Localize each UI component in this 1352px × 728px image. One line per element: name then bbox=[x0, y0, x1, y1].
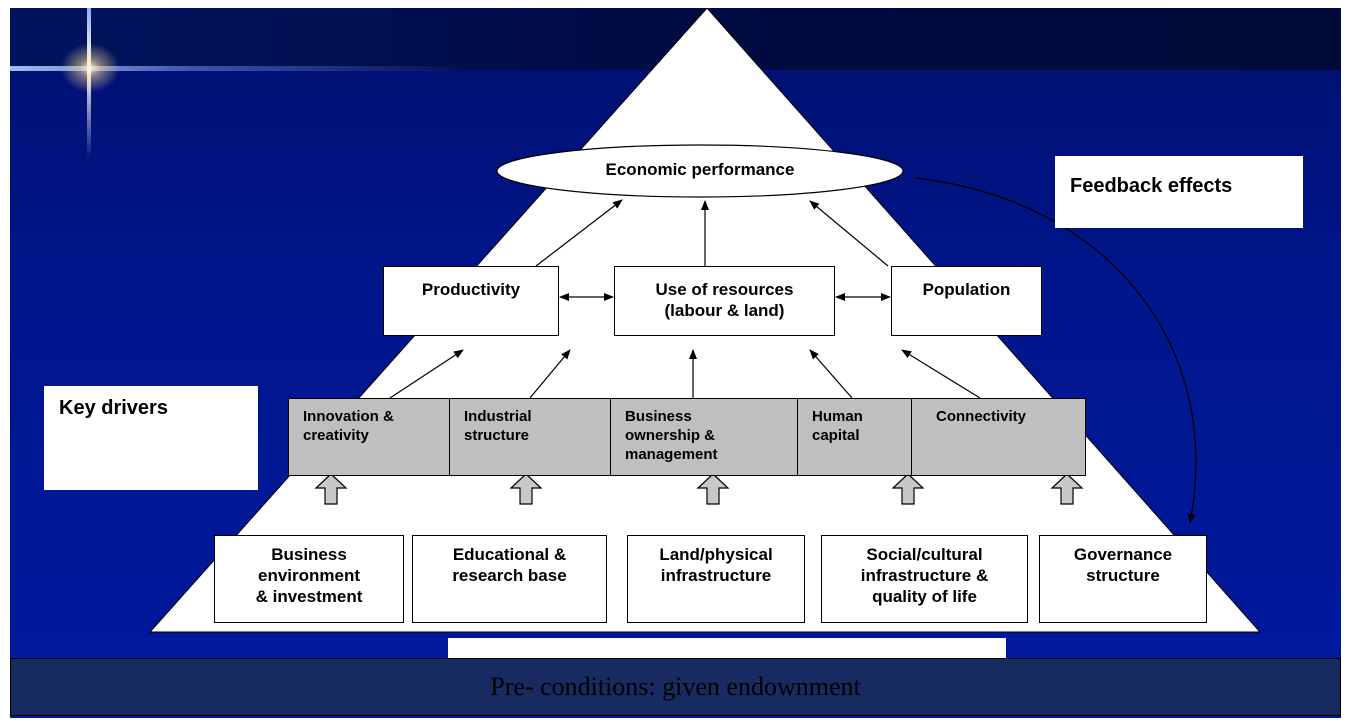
precondition-governance-label: Governance structure bbox=[1073, 545, 1173, 585]
driver-connectivity: Connectivity bbox=[911, 398, 1086, 476]
preconditions-banner: Pre- conditions: given endownment bbox=[10, 658, 1341, 716]
productivity-label: Productivity bbox=[421, 280, 521, 299]
population-box: Population bbox=[891, 266, 1042, 336]
diagram-canvas: Economic performance Productivity Use of… bbox=[10, 8, 1341, 718]
arrow-innovation-to-productivity bbox=[389, 349, 464, 399]
driver-industrial-structure-label: Industrial structure bbox=[464, 408, 532, 444]
background-glow-horizontal bbox=[10, 66, 470, 71]
driver-business-ownership: Business ownership & management bbox=[610, 398, 798, 476]
feedback-curve bbox=[914, 177, 1197, 524]
preconditions-banner-text: Pre- conditions: given endownment bbox=[490, 672, 861, 701]
productivity-box: Productivity bbox=[383, 266, 559, 336]
population-label: Population bbox=[922, 280, 1011, 299]
precondition-up-arrow bbox=[891, 473, 925, 505]
use-of-resources-label: Use of resources (labour & land) bbox=[655, 280, 794, 320]
precondition-land-infrastructure-label: Land/physical infrastructure bbox=[659, 545, 773, 585]
use-of-resources-box: Use of resources (labour & land) bbox=[614, 266, 835, 336]
driver-business-ownership-label: Business ownership & management bbox=[625, 408, 718, 463]
precondition-up-arrow bbox=[314, 473, 348, 505]
background-glow-spot bbox=[60, 43, 120, 93]
precondition-up-arrow bbox=[509, 473, 543, 505]
precondition-social-cultural: Social/cultural infrastructure & quality… bbox=[821, 535, 1028, 623]
precondition-up-arrow bbox=[1050, 473, 1084, 505]
arrow-connectivity-to-population bbox=[901, 349, 981, 399]
precondition-business-environment-label: Business environment & investment bbox=[255, 545, 363, 606]
driver-innovation: Innovation & creativity bbox=[288, 398, 450, 476]
precondition-land-infrastructure: Land/physical infrastructure bbox=[627, 535, 805, 623]
arrow-industrial-to-productivity bbox=[529, 349, 571, 399]
precondition-up-arrow bbox=[696, 473, 730, 505]
key-drivers-label-box: Key drivers bbox=[44, 386, 258, 490]
precondition-business-environment: Business environment & investment bbox=[214, 535, 404, 623]
precondition-social-cultural-label: Social/cultural infrastructure & quality… bbox=[860, 545, 989, 606]
key-drivers-label: Key drivers bbox=[59, 397, 168, 419]
precondition-educational-base: Educational & research base bbox=[412, 535, 607, 623]
precondition-governance: Governance structure bbox=[1039, 535, 1207, 623]
driver-industrial-structure: Industrial structure bbox=[449, 398, 611, 476]
economic-performance-label: Economic performance bbox=[605, 160, 795, 179]
precondition-educational-base-label: Educational & research base bbox=[452, 545, 567, 585]
driver-connectivity-label: Connectivity bbox=[936, 408, 1027, 425]
driver-innovation-label: Innovation & creativity bbox=[303, 408, 394, 444]
arrow-population-to-performance bbox=[809, 200, 889, 267]
driver-human-capital-label: Human capital bbox=[812, 408, 863, 444]
economic-performance-ellipse bbox=[496, 144, 904, 198]
feedback-effects-label-box: Feedback effects bbox=[1055, 156, 1303, 228]
arrow-human-capital-to-population bbox=[809, 349, 853, 399]
driver-human-capital: Human capital bbox=[797, 398, 912, 476]
arrow-productivity-to-performance bbox=[535, 199, 623, 267]
feedback-effects-label: Feedback effects bbox=[1070, 175, 1233, 197]
